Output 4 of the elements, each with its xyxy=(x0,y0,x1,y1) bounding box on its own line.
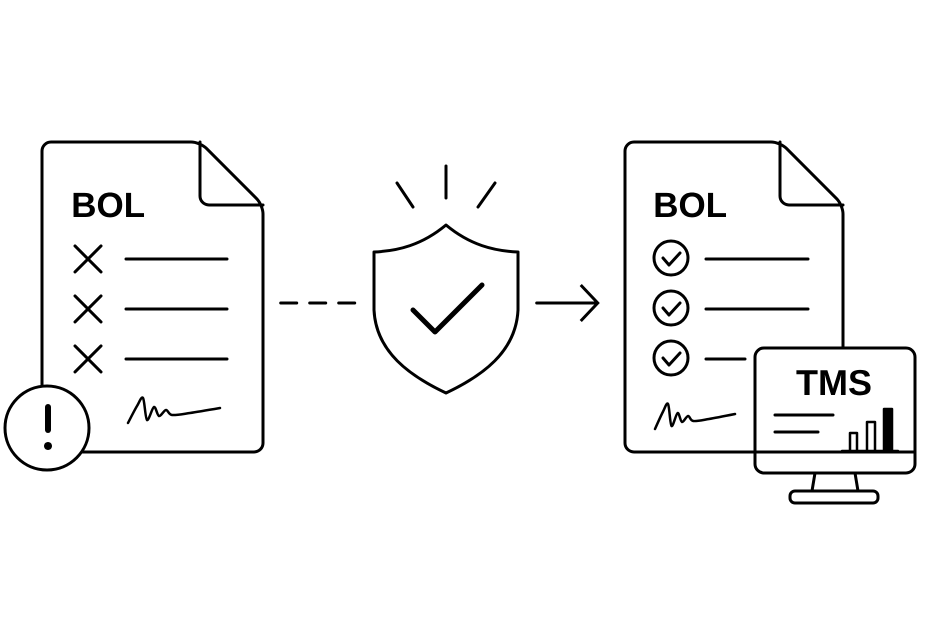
connector-line xyxy=(279,302,357,304)
monitor: TMS xyxy=(754,346,916,504)
document: BOL xyxy=(40,140,264,454)
shield xyxy=(372,224,520,394)
